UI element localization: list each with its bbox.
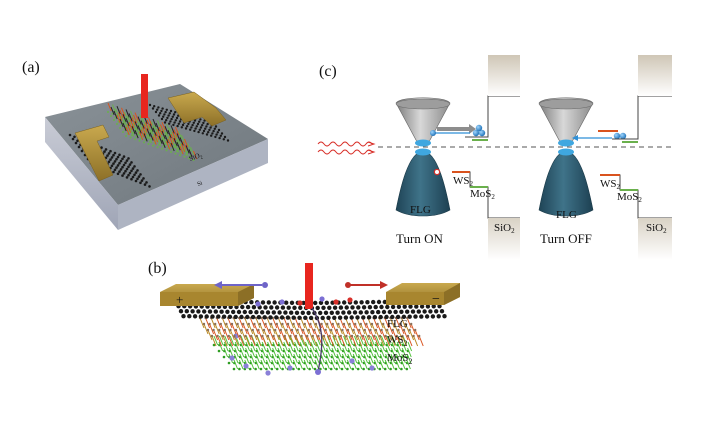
panel-b: (b) + − FLG bbox=[148, 260, 460, 376]
flg-label-on: FLG bbox=[410, 204, 431, 216]
laser-beam-a bbox=[141, 74, 148, 118]
flg-label-off: FLG bbox=[556, 209, 577, 221]
panel-c-label: (c) bbox=[319, 63, 337, 80]
minus-sign: − bbox=[432, 292, 440, 307]
positive-electrode: + bbox=[160, 284, 254, 307]
turn-off-caption: Turn OFF bbox=[540, 231, 592, 246]
substrate-block bbox=[45, 84, 268, 230]
incident-light-icon bbox=[317, 141, 376, 155]
mos2-label-off: MoS2 bbox=[617, 191, 642, 204]
sio2-label-off: SiO2 bbox=[646, 222, 667, 235]
mos2-label-on: MoS2 bbox=[470, 188, 495, 201]
turn-on-caption: Turn ON bbox=[396, 231, 443, 246]
turn-on-diagram: WS2 MoS2 SiO2 FLG Turn ON bbox=[395, 55, 520, 260]
panel-a: (a) SiO2 Si bbox=[22, 59, 268, 230]
hole-drift-arrow bbox=[214, 281, 268, 289]
panel-b-label: (b) bbox=[148, 260, 167, 277]
flg-label-b: FLG bbox=[387, 318, 408, 330]
electron-drift-arrow bbox=[345, 281, 388, 289]
panel-a-label: (a) bbox=[22, 59, 40, 76]
ws2-label-on: WS2 bbox=[453, 175, 474, 188]
ws2-label-off: WS2 bbox=[600, 178, 621, 191]
heterostructure-a bbox=[107, 102, 198, 161]
gold-electrodes bbox=[74, 91, 227, 182]
electron-icon bbox=[430, 130, 436, 136]
hole-icon-on bbox=[433, 168, 441, 176]
si-label-a: Si bbox=[197, 180, 204, 187]
sio2-label-on: SiO2 bbox=[494, 222, 515, 235]
ws2-label-b: WS2 bbox=[387, 334, 408, 348]
panel-c: (c) bbox=[317, 55, 672, 260]
turn-off-diagram: WS2 MoS2 SiO2 FLG Turn OFF bbox=[538, 55, 672, 260]
mos2-label-b: MoS2 bbox=[387, 352, 412, 366]
flg-cone-lower-off bbox=[538, 150, 594, 217]
sio2-label-a: SiO2 bbox=[188, 151, 204, 165]
plus-sign: + bbox=[176, 292, 183, 307]
laser-beam-b bbox=[305, 263, 313, 309]
negative-electrode: − bbox=[386, 283, 460, 307]
